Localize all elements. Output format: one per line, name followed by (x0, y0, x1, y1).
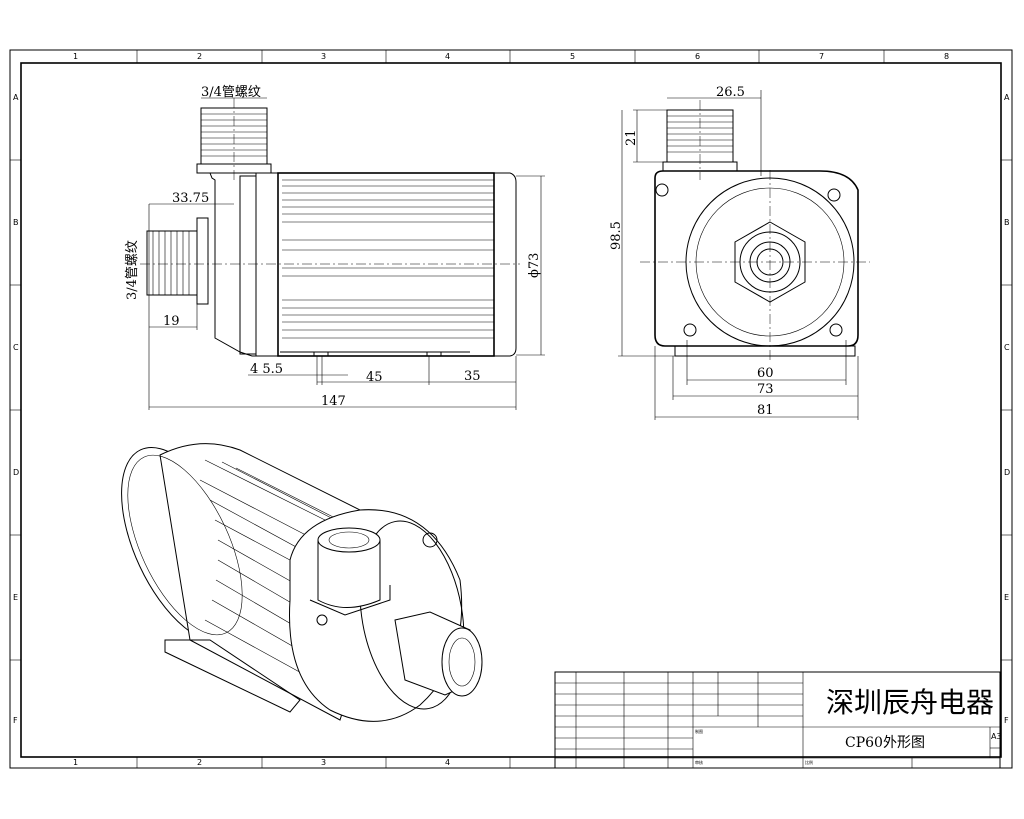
drawing-title: CP60外形图 (845, 735, 925, 751)
row-label: A (13, 93, 19, 102)
column-label: 2 (197, 758, 202, 767)
side-thread-label: 3/4管螺纹 (125, 240, 140, 300)
dim-total-width: 81 (757, 403, 774, 418)
row-label: E (1004, 593, 1009, 602)
row-label: D (13, 468, 19, 477)
column-label: 3 (321, 758, 326, 767)
row-label: D (1004, 468, 1010, 477)
column-label: 4 (445, 758, 450, 767)
row-label: F (1004, 716, 1009, 725)
column-label: 7 (819, 52, 824, 61)
row-labels-left: A B C D E F (13, 93, 19, 725)
column-label: 6 (695, 52, 700, 61)
dim-mount-spacing: 60 (757, 366, 774, 381)
label-drawn: 制图 (695, 728, 703, 734)
column-labels-top: 1 2 3 4 5 6 7 8 (73, 52, 949, 61)
front-dimension-lines (618, 90, 859, 420)
column-label: 1 (73, 52, 78, 61)
row-labels-right: A B C D E F (1004, 93, 1010, 725)
front-view: 26.5 21 98.5 60 73 81 (609, 85, 870, 420)
column-label: 1 (73, 758, 78, 767)
row-label: E (13, 593, 18, 602)
dim-thread-length: 19 (163, 314, 180, 329)
row-label: C (13, 343, 19, 352)
row-label: C (1004, 343, 1010, 352)
dim-outlet-height: 21 (624, 129, 639, 146)
dim-foot-spacing: 45 (366, 370, 383, 385)
row-label: B (1004, 218, 1010, 227)
dim-total-length: 147 (321, 394, 346, 409)
dim-outlet-width: 26.5 (716, 85, 745, 100)
column-label: 8 (944, 52, 949, 61)
dim-diameter: ϕ73 (527, 253, 542, 278)
dim-total-height: 98.5 (609, 221, 624, 250)
dim-foot: 4 5.5 (250, 362, 283, 377)
isometric-view (121, 443, 483, 722)
motor-body (277, 172, 495, 357)
drawing-frame: 1 2 3 4 5 6 7 8 1 2 3 4 A B C D E F A B … (9, 49, 1013, 769)
dim-outlet-offset: 33.75 (172, 191, 209, 206)
row-label: A (1004, 93, 1010, 102)
row-label: F (13, 716, 18, 725)
sheet-size: A3 (991, 732, 1002, 741)
column-label: 2 (197, 52, 202, 61)
side-dimension-lines (148, 97, 545, 410)
column-labels-bottom: 1 2 3 4 (73, 758, 450, 767)
column-label: 4 (445, 52, 450, 61)
title-block: 深圳辰舟电器 CP60外形图 A3 制图 审核 比例 (554, 671, 1002, 769)
company-name: 深圳辰舟电器 (826, 686, 994, 719)
column-label: 3 (321, 52, 326, 61)
side-view: 3/4管螺纹 3/4管螺纹 33.75 19 ϕ73 4 5.5 45 35 1… (125, 85, 545, 410)
dim-base-width: 73 (757, 382, 774, 397)
column-label: 5 (570, 52, 575, 61)
label-scale: 比例 (805, 759, 813, 765)
row-label: B (13, 218, 19, 227)
label-checked: 审核 (695, 759, 703, 765)
side-inlet-thread (146, 230, 198, 296)
top-thread-label: 3/4管螺纹 (201, 85, 261, 100)
dim-rear: 35 (464, 369, 481, 384)
